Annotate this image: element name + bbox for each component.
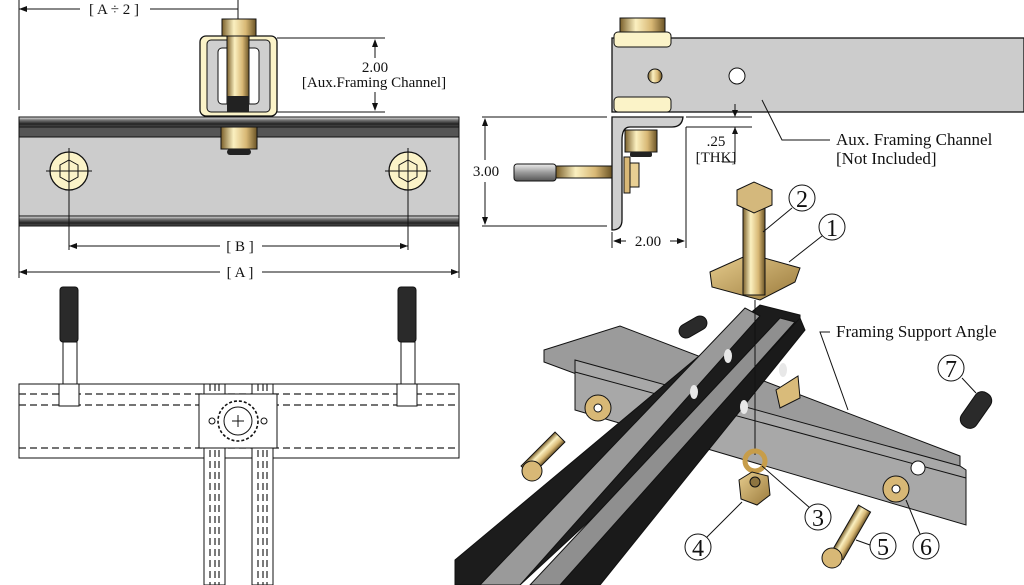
anchor-left [58,286,80,407]
part-3-lock-washer [742,448,768,474]
aux-channel-flange-left [479,307,761,585]
anchor-sleeve [678,315,708,339]
aux-channel-callout-line1: Aux. Framing Channel [836,130,993,149]
clip-bottom [613,96,672,113]
dim-thickness-note: [THK] [696,150,737,166]
dim-channel-height-note: [Aux.Framing Channel] [302,75,446,91]
arrowhead [372,103,378,111]
balloon-3[interactable]: 3 [761,465,832,532]
anchor-hole-right [385,148,431,250]
clip-tab [775,375,801,409]
channel-hole [779,363,787,377]
leader-line [819,331,849,411]
anchor-bolt [555,165,613,179]
clip-top [613,31,672,48]
balloon-3-number: 3 [812,506,824,532]
channel-hole [724,349,732,363]
angle-edge [574,371,967,479]
aux-channel-callout-line2: [Not Included] [836,149,937,168]
support-angle-callout: Framing Support Angle [836,322,997,341]
part-4-hex-nut [738,471,771,506]
anchor-washer [623,156,631,194]
arrowhead [613,238,621,244]
isometric-view: Framing Support Angle 1 2 3 4 5 [454,181,997,585]
arrowhead [482,217,488,225]
balloon-6-number: 6 [920,535,932,561]
bolt-thread [227,96,249,112]
balloon-7-number: 7 [945,357,957,383]
arrowhead [69,243,77,249]
hex-nut [624,129,658,153]
side-view: 3.00 2.00 .25 [THK] Aux. Framing Channel… [473,17,1024,250]
part-2-hex-bolt [736,181,773,296]
nut-bore [749,476,761,488]
balloon-2[interactable]: 2 [762,184,816,233]
balloon-5[interactable]: 5 [855,532,897,561]
part-7-anchor-sleeve [959,391,993,429]
dim-a-label: [ A ] [227,265,254,281]
balloon-5-number: 5 [877,535,889,561]
top-view [18,286,460,585]
dim-half-a-label: [ A ÷ 2 ] [89,2,139,18]
bolt-shank [226,35,250,105]
balloon-1-number: 1 [826,216,838,242]
dim-angle-height: 3.00 [473,164,499,180]
balloon-6[interactable]: 6 [905,499,940,561]
channel-hole [728,67,746,85]
hex-nut [220,126,258,150]
washer-hole [593,403,603,413]
anchor-sleeve [513,163,557,182]
arrowhead [451,269,459,275]
anchor-nut [629,162,640,188]
balloon-2-number: 2 [796,187,808,213]
balloon-4-number: 4 [692,536,704,562]
bolt-head [619,17,666,33]
dim-channel-height-value: 2.00 [362,60,388,76]
balloon-7[interactable]: 7 [937,354,977,394]
anchor-hole-left [46,148,92,250]
arrowhead [19,269,27,275]
dim-b-label: [ B ] [226,239,254,255]
aux-channel-flange-right [529,317,796,585]
balloon-1[interactable]: 1 [788,213,846,263]
dim-thickness-value: .25 [707,134,726,150]
channel-hole [740,400,748,414]
lock-washer [630,152,652,157]
aux-channel-top [198,383,278,585]
lock-washer [227,149,251,155]
dim-angle-width: 2.00 [635,234,661,250]
front-view: [ A ÷ 2 ] 2.00 [Aux.Framing Channel] [18,0,460,281]
arrowhead [400,243,408,249]
bolt-head [521,460,543,482]
bolt-head [821,547,843,569]
leader-line [761,99,830,141]
balloon-4[interactable]: 4 [684,501,743,562]
arrowhead [677,238,685,244]
washer-hole [891,484,901,494]
channel-hole [690,385,698,399]
anchor-right [396,286,418,407]
arrowhead [732,110,738,117]
angle-section [611,116,684,231]
bolt-hole [647,68,663,84]
angle-top-flange [18,116,460,128]
arrowhead [19,6,27,12]
arrowhead [372,39,378,47]
arrowhead [732,127,738,134]
angle-hole [910,460,926,476]
angle-bottom-edge [18,215,460,227]
arrowhead [482,118,488,126]
bolt-head [221,18,257,37]
aux-framing-channel [611,37,1024,113]
